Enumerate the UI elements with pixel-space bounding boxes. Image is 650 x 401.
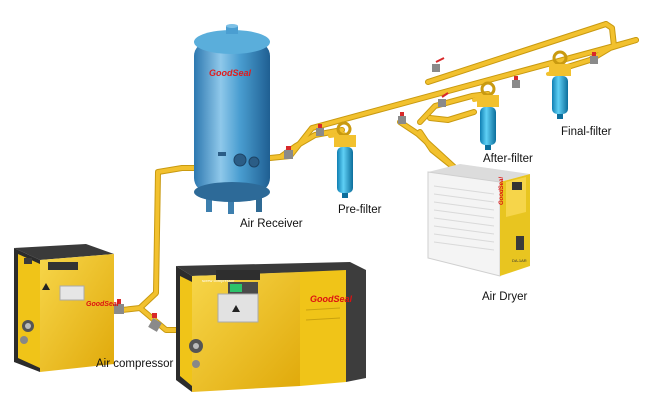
svg-text:DA-1AR: DA-1AR [512, 258, 527, 263]
gauge-icon [233, 153, 260, 168]
valve-icon [432, 57, 445, 72]
label-air-dryer: Air Dryer [482, 291, 528, 303]
label-after-filter: After-filter [483, 153, 533, 165]
pre-filter-unit [334, 121, 356, 198]
valve-icon [590, 52, 598, 64]
label-air-receiver: Air Receiver [240, 218, 303, 230]
label-pre-filter: Pre-filter [338, 204, 382, 216]
svg-text:screw compressor: screw compressor [202, 278, 235, 283]
after-filter-unit [477, 81, 499, 150]
large-air-compressor: screw compressor GoodSeal [176, 262, 366, 392]
valve-icon [512, 76, 520, 88]
label-final-filter: Final-filter [561, 126, 612, 138]
large-compressor-brand-logo: GoodSeal [310, 294, 353, 304]
valve-icon [284, 146, 293, 159]
final-filter-unit [549, 50, 571, 119]
valve-icon [438, 92, 449, 107]
small-compressor-brand-logo: GoodSeal [86, 301, 120, 308]
valve-icon [316, 124, 324, 136]
warning-icon [232, 305, 240, 312]
air-receiver-tank: GoodSeal [194, 24, 270, 214]
dryer-brand-logo: GoodSeal [499, 177, 505, 205]
small-air-compressor: GoodSeal [14, 244, 120, 372]
air-dryer-unit: DA-1AR GoodSeal [427, 164, 530, 277]
label-air-compressor: Air compressor [96, 358, 173, 370]
valve-icon [148, 313, 162, 332]
warning-icon [42, 283, 50, 290]
valve-icon [398, 112, 406, 124]
valve-icon [114, 299, 124, 314]
tank-brand-logo: GoodSeal [209, 68, 252, 78]
